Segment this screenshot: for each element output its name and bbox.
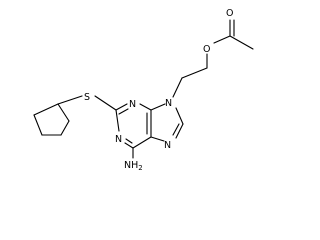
bond	[115, 103, 128, 111]
atom-ester-oxygen: O	[203, 44, 210, 55]
bond	[57, 103, 70, 122]
bond	[33, 114, 43, 136]
imidazole-ring	[150, 103, 184, 142]
bond	[175, 123, 184, 139]
bond-methyl	[229, 35, 254, 50]
bond	[115, 109, 120, 132]
bond	[125, 138, 133, 144]
atom-carbonyl-oxygen: O	[226, 8, 233, 19]
pyrimidine-ring	[115, 103, 152, 149]
amine-nh: NH	[124, 160, 138, 171]
bond	[172, 123, 180, 136]
bond	[150, 136, 165, 142]
bond	[60, 120, 70, 136]
atom-sulfur: S	[84, 92, 90, 103]
bond	[118, 108, 129, 115]
bond	[33, 103, 59, 116]
bond	[175, 107, 184, 125]
bond-n9-ch2	[172, 77, 183, 98]
bond	[132, 136, 152, 149]
cyclopentyl-ring	[33, 103, 70, 136]
chemical-structure-canvas: S N N N N O O NH2	[33, 8, 254, 172]
bond-ch2-ch2	[181, 67, 208, 79]
bond-ring-s	[57, 95, 83, 105]
atom-amine: NH2	[124, 160, 143, 172]
atom-n3: N	[129, 99, 136, 110]
molecule-diagram: S N N N N O O NH2	[33, 8, 254, 172]
atom-n1: N	[115, 134, 122, 145]
bond-o-carbonyl-c	[213, 35, 231, 44]
amine-subscript: 2	[138, 164, 142, 172]
bond	[139, 103, 152, 111]
bond	[150, 103, 166, 111]
bond-s-c2	[94, 95, 117, 111]
atom-n7: N	[164, 140, 171, 151]
bond	[124, 142, 134, 149]
atom-n9: N	[165, 98, 172, 109]
